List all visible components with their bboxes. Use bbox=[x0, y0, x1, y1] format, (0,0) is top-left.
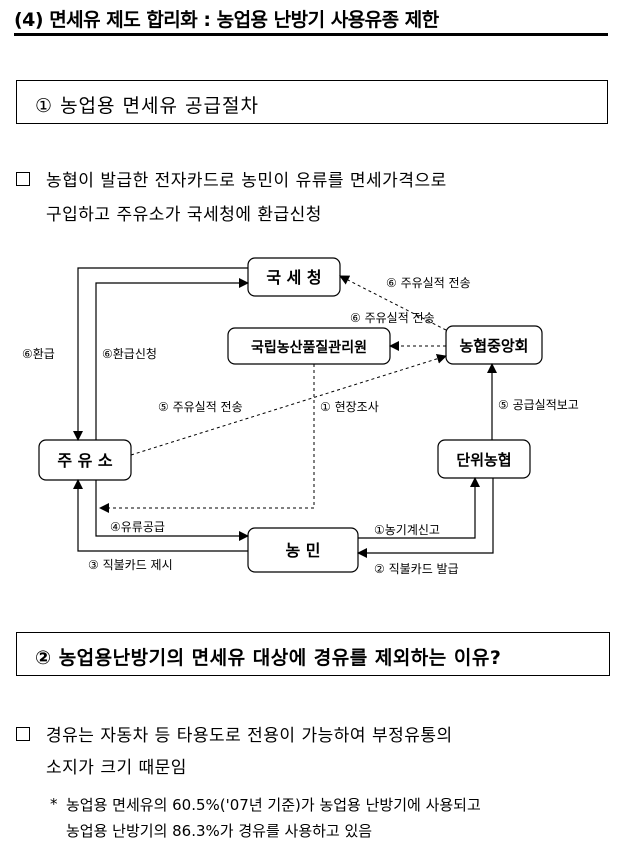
refund-label: ⑥환급 bbox=[22, 347, 55, 361]
section2-heading: ② 농업용난방기의 면세유 대상에 경유를 제외하는 이유? bbox=[35, 647, 502, 669]
gas-station-box bbox=[38, 439, 132, 481]
sales-from-station-label: ⑤ 주유실적 전송 bbox=[158, 400, 243, 414]
section1-paragraph-line2: 구입하고 주유소가 국세청에 환급신청 bbox=[46, 205, 322, 225]
sales-from-station-arrow bbox=[130, 353, 447, 456]
section1-heading: ① 농업용 면세유 공급절차 bbox=[35, 95, 259, 117]
note-marker: * bbox=[50, 795, 58, 813]
refund-request-label: ⑥환급신청 bbox=[102, 347, 157, 361]
section1-heading-box: ① 농업용 면세유 공급절차 bbox=[16, 80, 608, 124]
checkbox-bullet-icon bbox=[16, 172, 30, 186]
section2-paragraph-line1: 경유는 자동차 등 타용도로 전용이 가능하여 부정유통의 bbox=[46, 726, 453, 746]
refund-request-arrow bbox=[95, 278, 249, 440]
sales-to-nts-arrow bbox=[339, 275, 447, 331]
local-coop-box bbox=[437, 439, 531, 479]
card-issue-label: ② 직불카드 발급 bbox=[374, 562, 459, 576]
fuel-supply-label: ④유류공급 bbox=[110, 520, 165, 534]
direct-card-arrow bbox=[73, 479, 248, 552]
direct-card-label: ③ 직불카드 제시 bbox=[88, 558, 173, 572]
gas-station-label: 주 유 소 bbox=[57, 451, 113, 470]
local-coop-label: 단위농협 bbox=[456, 451, 511, 469]
naqs-label: 국립농산품질관리원 bbox=[251, 339, 367, 356]
note-line2: 농업용 난방기의 86.3%가 경유를 사용하고 있음 bbox=[66, 822, 373, 840]
field-survey-arrow bbox=[99, 364, 315, 513]
sales-to-nts-label: ⑥ 주유실적 전송 bbox=[386, 276, 471, 290]
section2-paragraph-line2: 소지가 크기 때문임 bbox=[46, 758, 187, 778]
nacf-label: 농협중앙회 bbox=[459, 337, 528, 355]
field-survey-label: ① 현장조사 bbox=[320, 400, 379, 414]
section1-paragraph-line1: 농협이 발급한 전자카드로 농민이 유류를 면세가격으로 bbox=[46, 171, 447, 191]
page-title: (4) 면세유 제도 합리화 : 농업용 난방기 사용유종 제한 bbox=[14, 9, 439, 31]
nts-label: 국 세 청 bbox=[266, 268, 321, 287]
machine-report-label: ①농기계신고 bbox=[374, 523, 440, 537]
checkbox-bullet-icon bbox=[16, 727, 30, 741]
card-issue-arrow bbox=[357, 478, 494, 558]
fuel-supply-arrow bbox=[95, 480, 249, 541]
supply-procedure-diagram: 국 세 청 국립농산품질관리원 농협중앙회 주 유 소 단위농협 농 민 ⑥환급… bbox=[22, 257, 579, 576]
section2-heading-box: ② 농업용난방기의 면세유 대상에 경유를 제외하는 이유? bbox=[16, 632, 610, 676]
machine-report-arrow bbox=[358, 477, 480, 539]
farmer-label: 농 민 bbox=[285, 541, 320, 560]
note-line1: 농업용 면세유의 60.5%('07년 기준)가 농업용 난방기에 사용되고 bbox=[66, 796, 481, 814]
supply-report-label: ⑤ 공급실적보고 bbox=[498, 398, 579, 412]
refund-arrow bbox=[73, 267, 248, 441]
sales-from-naqs-label: ⑥ 주유실적 전송 bbox=[350, 311, 435, 325]
title-underline bbox=[14, 33, 608, 36]
